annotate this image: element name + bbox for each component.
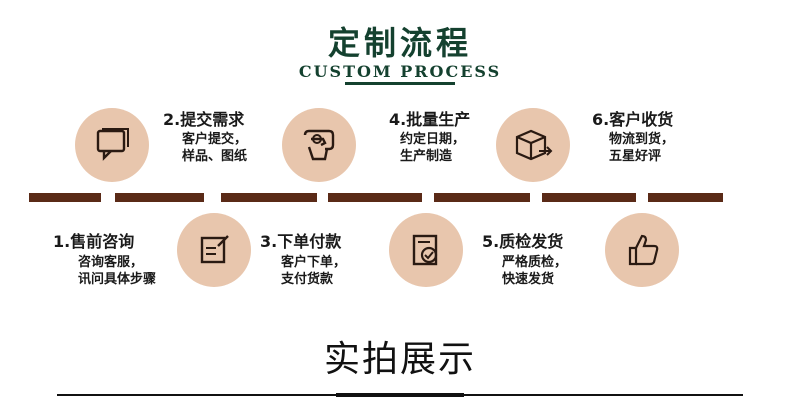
- package-delivery-icon: [515, 129, 553, 161]
- page-subtitle: CUSTOM PROCESS: [298, 62, 502, 81]
- step-4-desc-line-1: 约定日期，: [400, 132, 466, 147]
- step-6-icon-circle: [605, 213, 679, 287]
- step-1-desc-line-1: 咨询客服，: [78, 255, 144, 270]
- page-title: 定制流程: [327, 24, 472, 62]
- step-1b-icon-circle: [177, 213, 251, 287]
- timeline-segment: [29, 193, 101, 202]
- quality-check-icon: [412, 234, 438, 266]
- step-3-icon-circle: [282, 108, 356, 182]
- step-1-desc-line-2: 讯问具体步骤: [78, 272, 157, 287]
- timeline-segment: [221, 193, 317, 202]
- step-1-title: 1.售前咨询: [53, 232, 135, 251]
- step-5-icon-circle: [496, 108, 570, 182]
- thumbs-up-icon: [628, 234, 659, 266]
- handshake-icon: [303, 129, 335, 161]
- step-6-desc-line-1: 物流到货，: [609, 132, 675, 147]
- step-4-title: 4.批量生产: [389, 110, 471, 129]
- title-underline: [345, 82, 455, 85]
- section-title: 实拍展示: [323, 339, 476, 380]
- document-edit-icon: [200, 235, 229, 264]
- step-6-desc-line-2: 五星好评: [609, 149, 662, 164]
- step-4-icon-circle: [389, 213, 463, 287]
- divider-accent: [336, 393, 464, 397]
- step-4-desc-line-2: 生产制造: [400, 149, 453, 164]
- timeline-segment: [328, 193, 422, 202]
- step-2-desc-line-1: 客户提交，: [182, 132, 248, 147]
- step-5-desc-line-1: 严格质检，: [502, 255, 568, 270]
- step-5-title: 5.质检发货: [482, 232, 564, 251]
- step-3-desc-line-2: 支付货款: [281, 272, 334, 287]
- step-2-desc-line-2: 样品、图纸: [182, 149, 248, 164]
- timeline-segment: [648, 193, 723, 202]
- timeline-segment: [434, 193, 530, 202]
- timeline-segment: [115, 193, 204, 202]
- step-5-desc-line-2: 快速发货: [502, 272, 555, 287]
- step-2-icon-circle: [75, 108, 149, 182]
- step-6-title: 6.客户收货: [592, 110, 674, 129]
- step-3-desc-line-1: 客户下单，: [281, 255, 347, 270]
- chat-icon: [96, 128, 129, 161]
- timeline-segment: [542, 193, 636, 202]
- step-3-title: 3.下单付款: [260, 232, 342, 251]
- step-2-title: 2.提交需求: [163, 110, 245, 129]
